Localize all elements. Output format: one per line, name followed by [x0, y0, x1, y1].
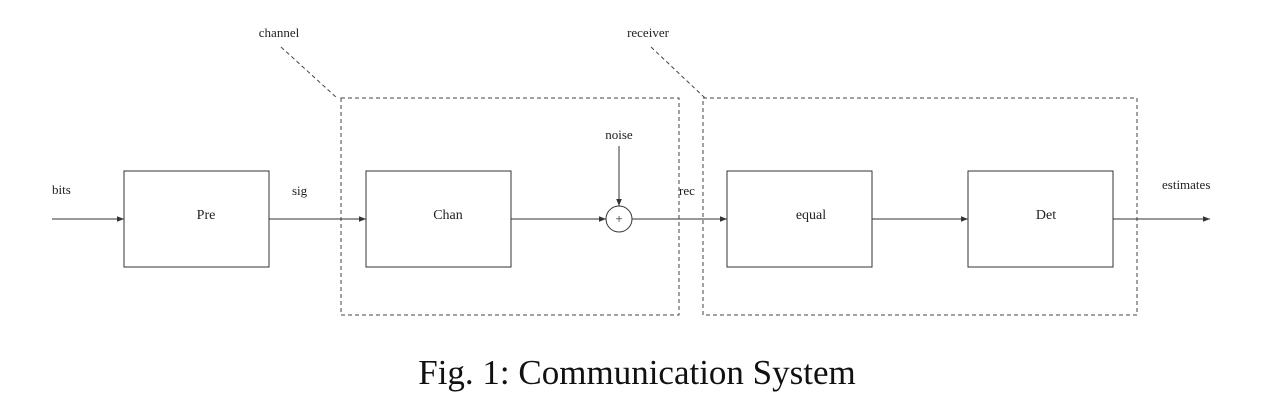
receiver-group-box: [702, 97, 1138, 316]
equal-block-label: equal: [796, 208, 826, 223]
chan-block-label: Chan: [433, 208, 463, 223]
sig-label: sig: [292, 183, 308, 198]
estimates-label: estimates: [1162, 177, 1210, 192]
receiver-group-label: receiver: [627, 25, 670, 40]
rec-label: rec: [679, 183, 695, 198]
channel-group-box: [340, 97, 680, 316]
figure-caption: Fig. 1: Communication System: [418, 353, 856, 392]
pre-block-label: Pre: [197, 208, 216, 223]
receiver-leader-line: [650, 46, 706, 99]
det-block-label: Det: [1036, 208, 1056, 223]
bits-label: bits: [52, 182, 71, 197]
summing-junction-symbol: +: [615, 211, 622, 226]
noise-label: noise: [605, 127, 633, 142]
channel-leader-line: [280, 46, 338, 99]
channel-group-label: channel: [259, 25, 300, 40]
